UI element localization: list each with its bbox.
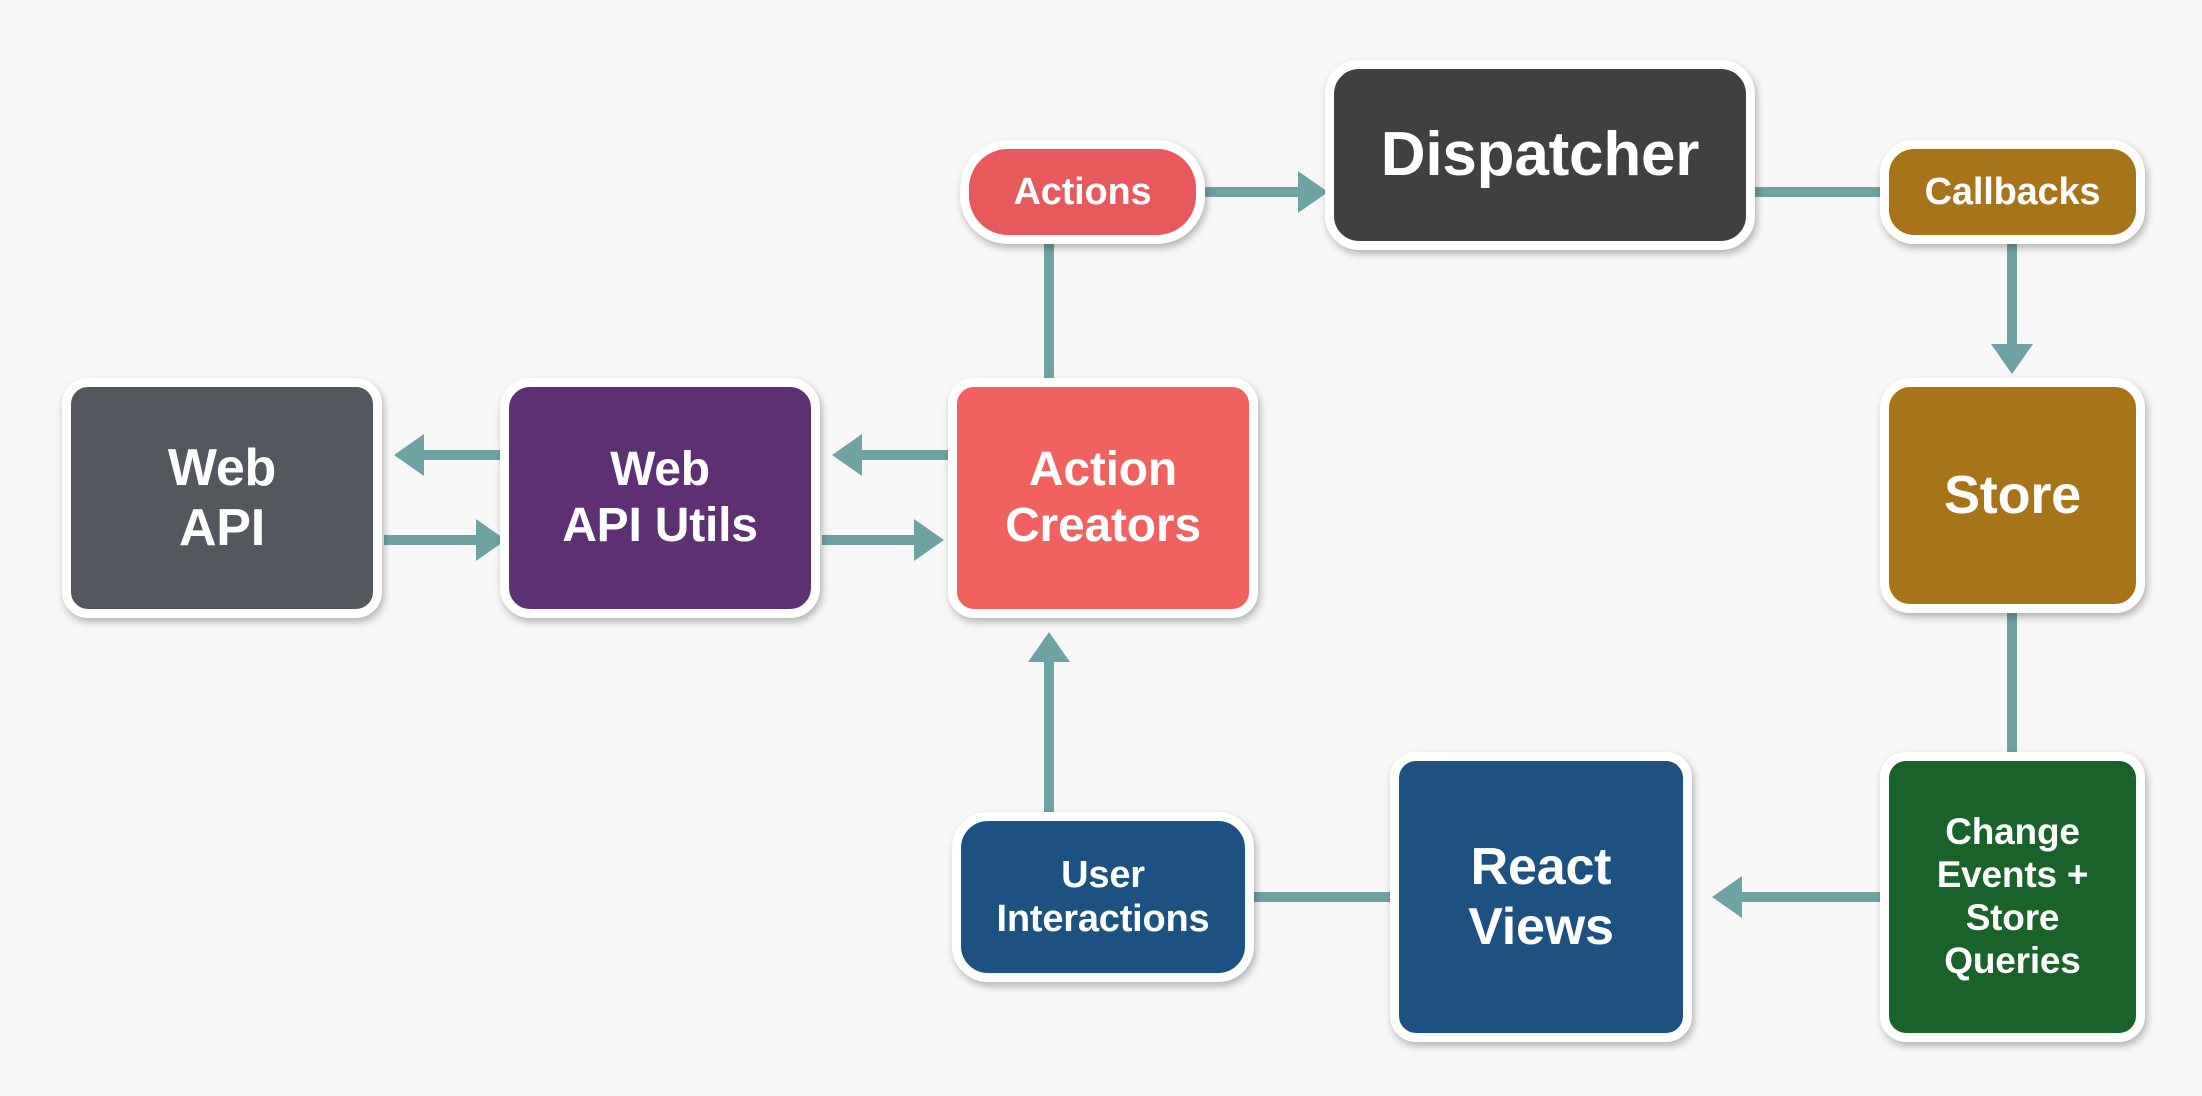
edge-store-to-change-events [2007,610,2017,758]
node-callbacks[interactable]: Callbacks [1880,140,2145,244]
arrowhead-callbacks-to-store [1991,344,2033,374]
edge-action-creators-to-actions [1044,238,1054,386]
node-web-api-utils[interactable]: Web API Utils [500,378,820,618]
node-store[interactable]: Store [1880,378,2145,613]
edge-react-views-to-user-interactions [1250,892,1394,902]
arrowhead-action-creators-to-web-api-utils [832,434,862,476]
edge-actions-to-dispatcher [1205,187,1303,197]
arrowhead-user-interactions-to-action-creators [1028,632,1070,662]
arrowhead-web-api-utils-to-web-api [394,434,424,476]
arrowhead-change-events-to-react-views [1712,876,1742,918]
node-user-interactions[interactable]: User Interactions [952,812,1254,982]
node-actions[interactable]: Actions [960,140,1205,244]
edge-dispatcher-to-callbacks [1752,187,1886,197]
node-web-api[interactable]: Web API [62,378,382,618]
node-action-creators[interactable]: Action Creators [948,378,1258,618]
edge-change-events-to-react-views [1742,892,1882,902]
node-react-views[interactable]: React Views [1390,752,1692,1042]
edge-action-creators-to-web-api-utils [862,450,958,460]
edge-web-api-to-web-api-utils [384,535,476,545]
arrowhead-actions-to-dispatcher [1298,171,1328,213]
node-change-events-store-queries[interactable]: Change Events + Store Queries [1880,752,2145,1042]
arrowhead-web-api-utils-to-action-creators [914,519,944,561]
edge-user-interactions-to-action-creators [1044,660,1054,818]
edge-callbacks-to-store [2007,240,2017,350]
node-dispatcher[interactable]: Dispatcher [1325,60,1755,250]
edge-web-api-utils-to-action-creators [822,535,918,545]
edge-web-api-utils-to-web-api [424,450,516,460]
